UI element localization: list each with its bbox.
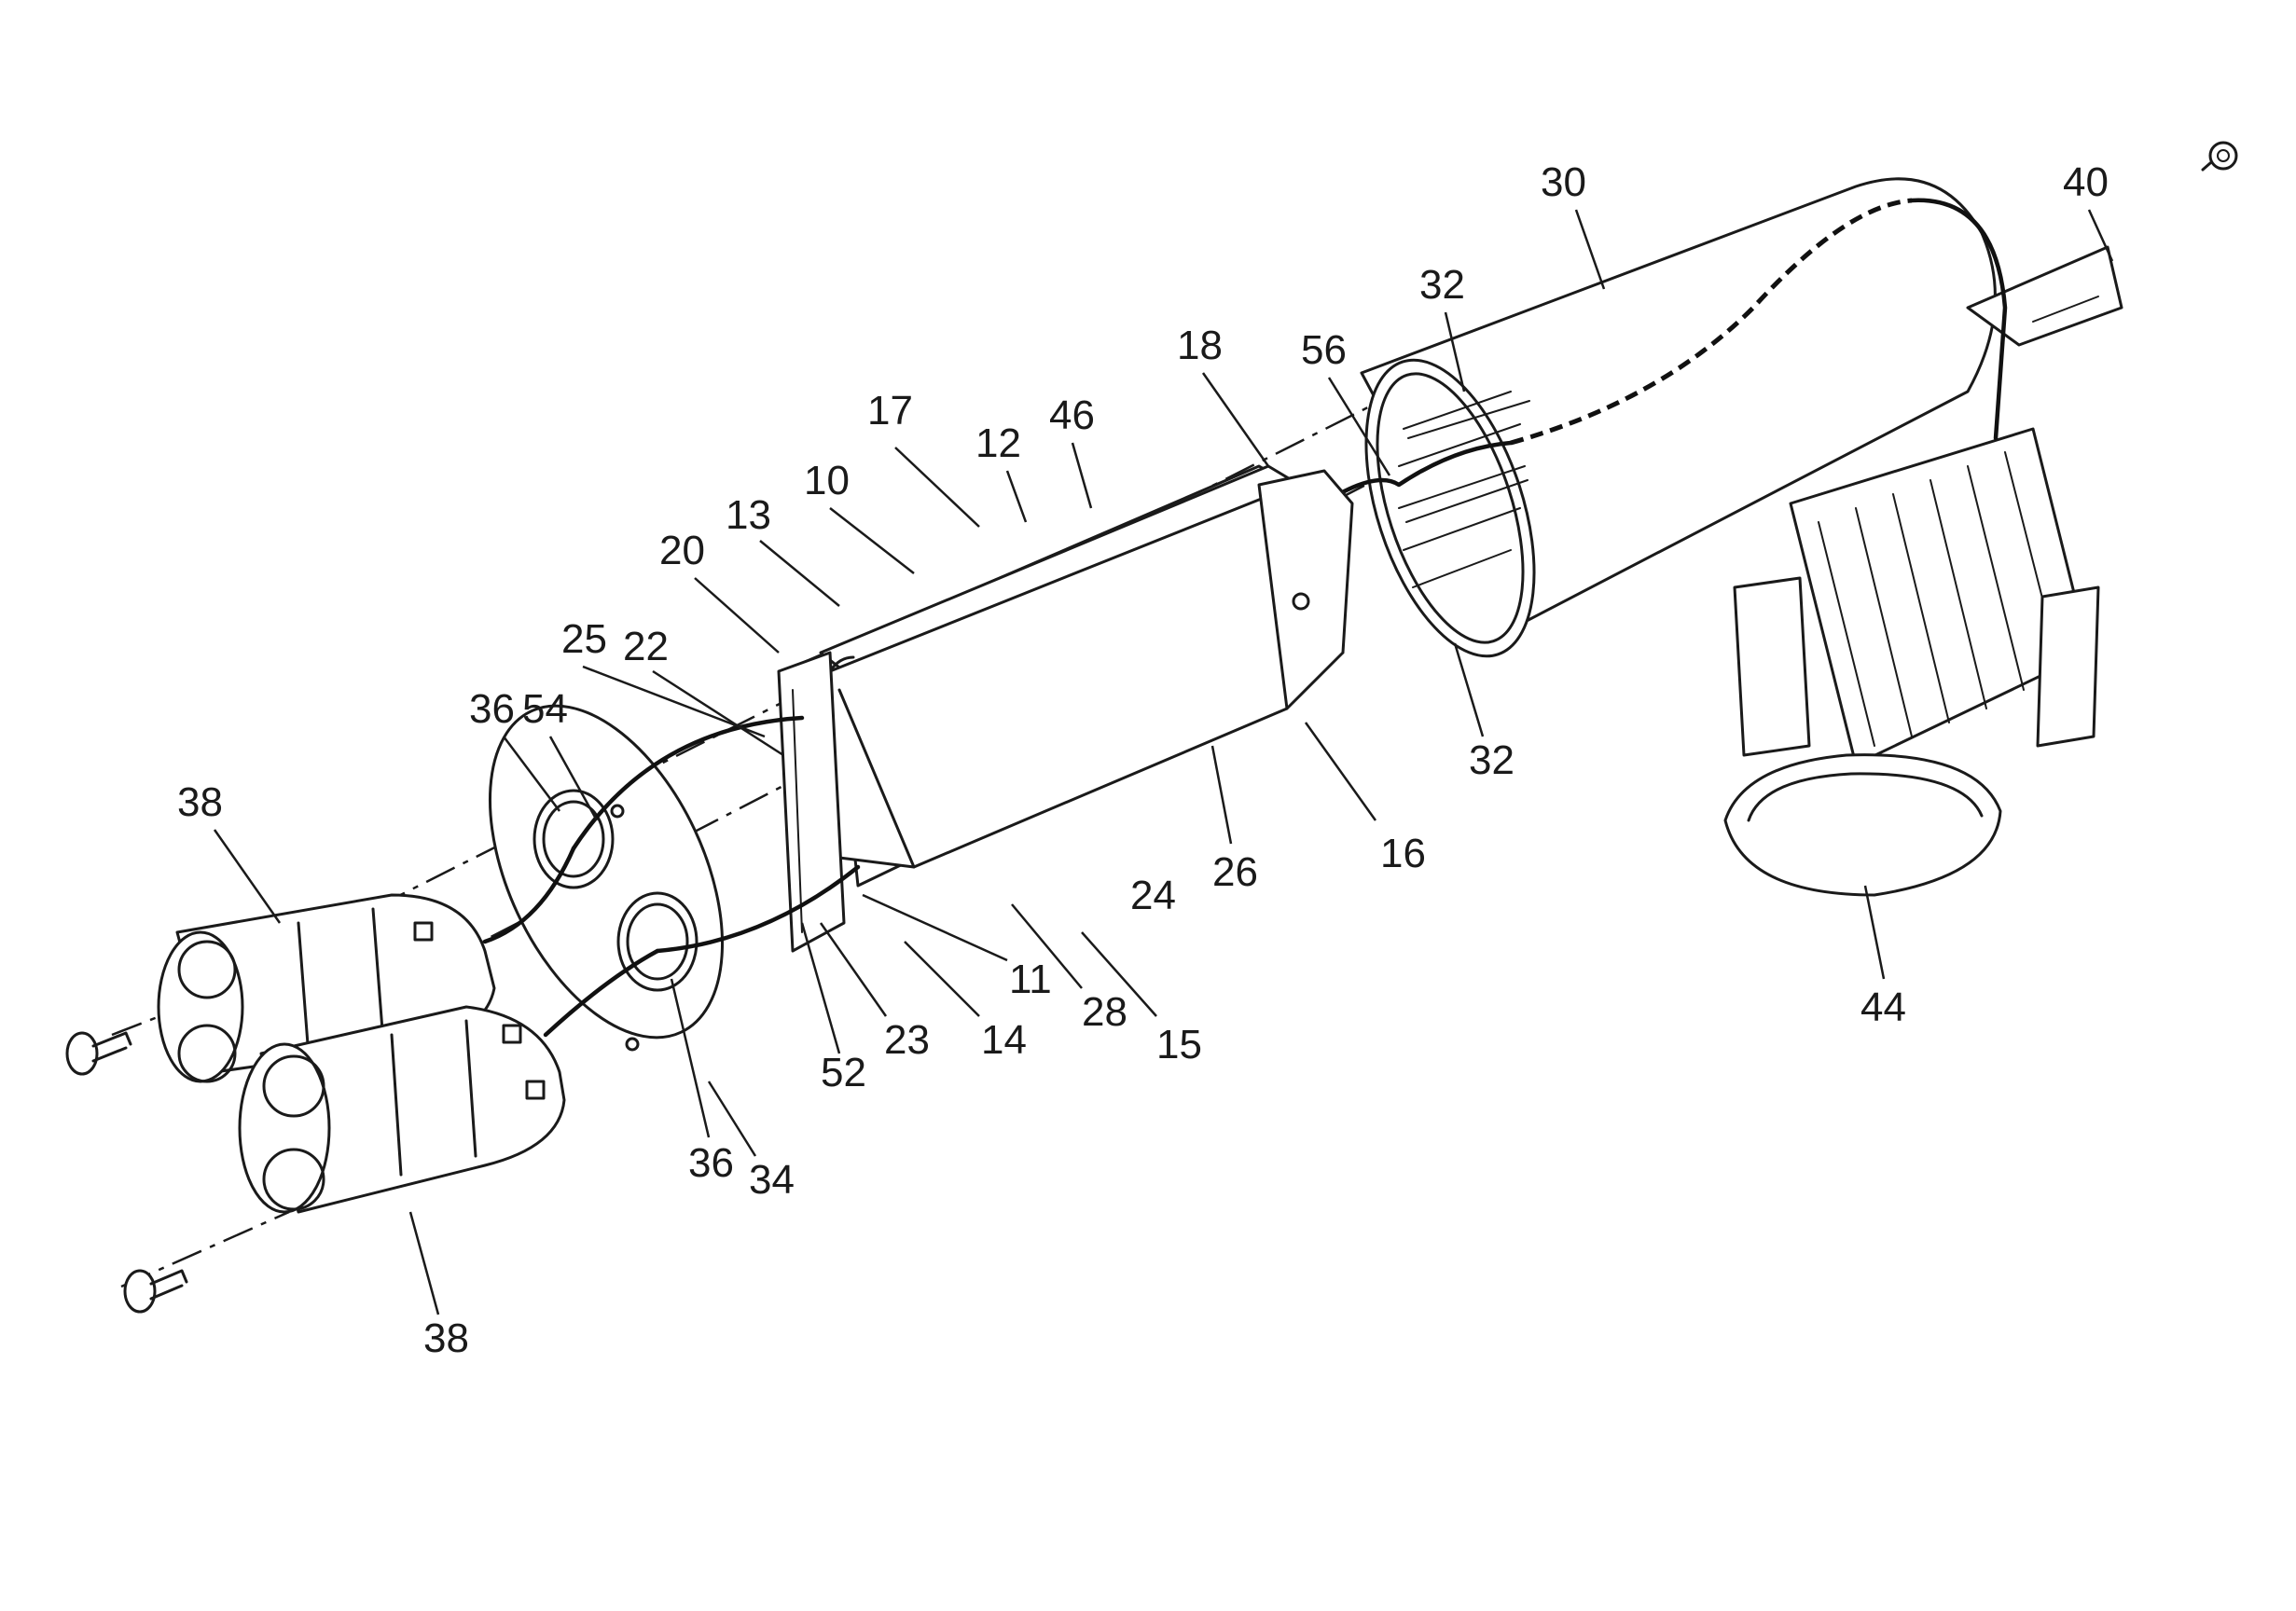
ref-30: 30	[1541, 159, 1586, 205]
ref-10: 10	[804, 458, 850, 503]
ref-28: 28	[1082, 989, 1127, 1035]
ref-11: 11	[1009, 957, 1052, 1002]
ref-46: 46	[1049, 392, 1095, 438]
ref-26: 26	[1212, 849, 1258, 895]
ref-14: 14	[981, 1017, 1027, 1063]
ref-44: 44	[1860, 984, 1906, 1030]
ref-38a: 38	[177, 779, 223, 825]
ref-20: 20	[659, 528, 705, 573]
ref-34: 34	[749, 1157, 795, 1203]
trim-ring-44	[1725, 755, 2000, 895]
ref-54: 54	[522, 686, 568, 732]
ref-25: 25	[561, 616, 607, 662]
ref-13: 13	[726, 492, 771, 538]
ref-17: 17	[867, 388, 913, 434]
ref-24: 24	[1130, 873, 1176, 918]
ref-15: 15	[1156, 1022, 1202, 1067]
ref-40: 40	[2063, 159, 2109, 205]
ref-32b: 32	[1469, 737, 1515, 783]
ref-36b: 36	[688, 1140, 734, 1186]
corner-symbol-icon	[2203, 143, 2236, 170]
ref-12: 12	[975, 420, 1021, 466]
ref-36a: 36	[469, 686, 515, 732]
ref-38b: 38	[423, 1315, 469, 1361]
driver-box	[783, 466, 1352, 886]
ref-56: 56	[1301, 327, 1347, 373]
screw-lower-icon	[125, 1271, 187, 1312]
ref-18: 18	[1177, 323, 1223, 368]
screw-upper-icon	[67, 1033, 131, 1074]
ref-16: 16	[1380, 831, 1426, 876]
ref-23: 23	[884, 1017, 930, 1063]
ref-32a: 32	[1419, 262, 1465, 308]
ref-22: 22	[623, 624, 669, 669]
ref-52: 52	[821, 1050, 866, 1095]
